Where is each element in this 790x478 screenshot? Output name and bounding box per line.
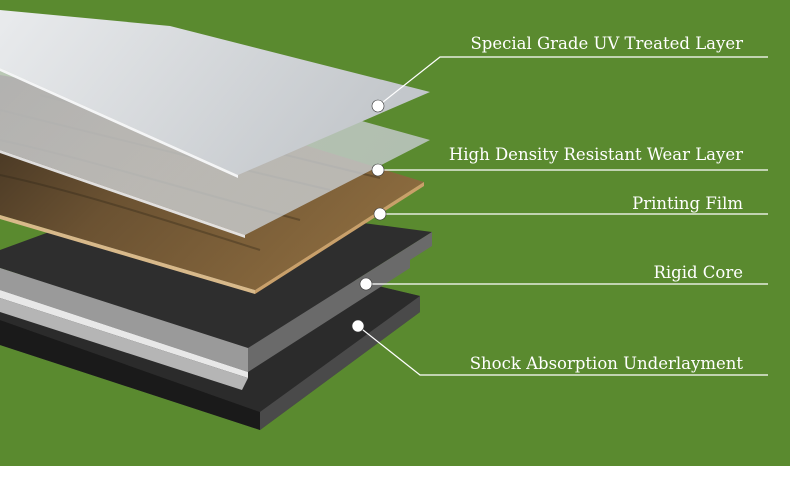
marker-dots (351, 99, 387, 333)
marker-dot-printing-film (373, 207, 387, 221)
label-wear-layer: High Density Resistant Wear Layer (449, 145, 743, 164)
marker-dot-wear (371, 163, 385, 177)
marker-dot-underlayment (351, 319, 365, 333)
leader-lines (357, 56, 768, 376)
leader-line-underlayment (357, 325, 768, 376)
marker-dot-uv (371, 99, 385, 113)
uv-layer (0, 10, 430, 178)
leader-line-uv (377, 56, 768, 107)
label-rigid-core: Rigid Core (653, 263, 743, 282)
marker-dot-rigid-core (359, 277, 373, 291)
label-uv-layer: Special Grade UV Treated Layer (470, 34, 743, 53)
label-printing-film: Printing Film (632, 194, 743, 213)
label-underlayment: Shock Absorption Underlayment (470, 354, 744, 373)
